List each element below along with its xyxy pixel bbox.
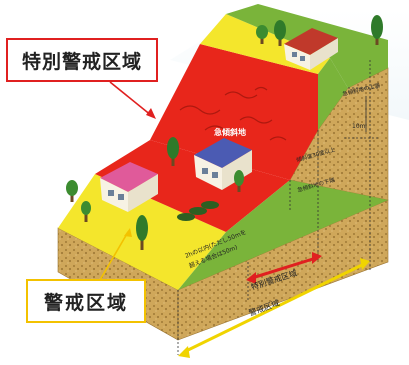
warning-callout-pointer [99,231,129,281]
tree [256,25,268,44]
warning-pointer-head [124,228,132,237]
lawn-right [178,180,388,290]
special-callout-pointer [109,81,153,117]
tree [234,170,244,192]
tree [136,215,148,250]
house-upper [284,28,338,70]
tree [274,20,286,46]
special-zone-lower [95,140,290,232]
dimension-guides [177,60,380,355]
special-pointer-head [146,108,156,119]
steep-slope-label: 急傾斜地 [214,127,246,137]
slope-crack-lines [179,86,287,141]
upper-lawn-edge [318,58,348,130]
tree [81,201,91,222]
tree [66,180,78,202]
hedges [177,201,219,221]
special-zone-arrow [246,252,322,284]
house-lower [100,162,158,212]
house-middle [194,138,252,190]
warning-zone-callout: 警戒区域 [26,279,146,323]
warning-zone-arrow [178,258,370,358]
special-warning-zone-callout: 特別警戒区域 [6,38,158,82]
trees [66,15,383,250]
tree [167,137,179,166]
special-zone-slope [150,44,318,180]
tree [371,15,383,45]
height-label: 10m [352,123,366,130]
